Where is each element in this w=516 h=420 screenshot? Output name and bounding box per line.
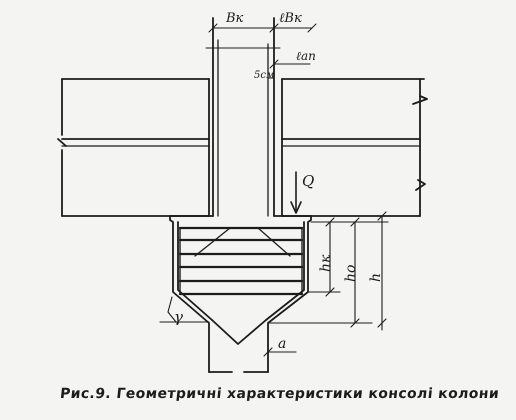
label-hk: hк: [318, 254, 334, 272]
label-5cm: 5см: [254, 70, 274, 81]
label-lbk: ℓBк: [279, 11, 302, 26]
top-dimensions: [208, 23, 317, 79]
reinforcement: [178, 226, 304, 296]
console-body: [169, 215, 312, 373]
label-gamma: γ: [174, 308, 183, 326]
label-h: h: [368, 273, 384, 282]
figure-caption: Рис.9. Геометричні характеристики консол…: [59, 386, 500, 402]
label-bk: Bк: [225, 11, 244, 26]
label-lan: ℓan: [296, 49, 316, 63]
label-a: a: [278, 336, 286, 352]
label-q: Q: [302, 172, 314, 190]
dimension-a: [263, 347, 297, 357]
left-slab: [57, 78, 210, 217]
load-arrow: [290, 171, 302, 214]
column-shaft: [169, 17, 312, 217]
label-ho: ho: [343, 265, 359, 282]
angle-gamma: [159, 296, 210, 323]
height-dimensions: [267, 211, 393, 331]
right-slab: [281, 78, 428, 217]
